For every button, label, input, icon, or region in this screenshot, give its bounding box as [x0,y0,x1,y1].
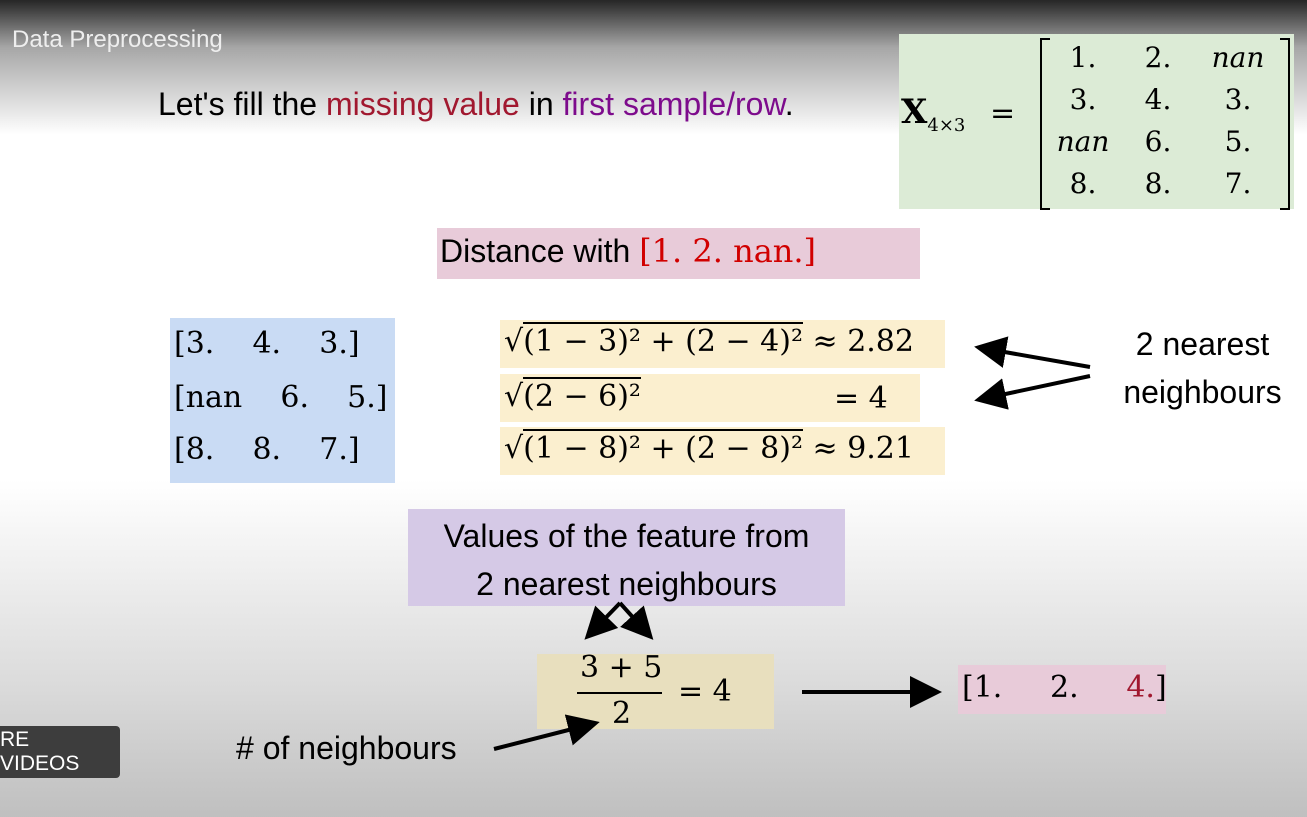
result-suffix: ] [1154,670,1167,705]
matrix-left-bracket [1040,38,1050,210]
matrix-cell: 3. [1224,82,1252,116]
matrix-cell: 4. [1144,82,1172,116]
matrix-cell: 6. [1144,124,1172,158]
arrow-icon [974,336,1091,369]
nearest-label-line: 2 nearest [1135,326,1270,362]
matrix-cell: 2. [1144,40,1172,74]
intro-middle: in [519,86,563,122]
row-vector: [nan 6. 5.] [174,380,388,415]
nearest-neighbours-label: 2 nearest neighbours [1105,320,1300,416]
video-title[interactable]: Data Preprocessing [12,26,223,53]
intro-highlight-first-row: first sample/row [562,86,785,122]
formula-radicand: (1 − 3)² + (2 − 4)² [523,322,803,359]
intro-suffix: . [784,86,794,122]
formula-panel [500,320,945,368]
matrix-grid: 1. 2. nan 3. 4. 3. nan 6. 5. 8. 8. 7. [1048,36,1278,206]
matrix-cell: 7. [1224,166,1252,200]
matrix-cell: 1. [1069,40,1097,74]
distance-label: Distance with [1. 2. nan.] [440,232,816,270]
distance-label-text: Distance with [440,233,640,269]
result-filled-value: 4. [1126,670,1155,705]
result-panel [958,665,1166,714]
fraction-bar [577,692,662,694]
result-vector: [1. 2. 4.] [962,670,1167,705]
distance-formula: √(2 − 6)² [504,377,641,414]
matrix-cell: nan [1056,124,1110,158]
matrix-label: X4×3 [901,92,965,136]
distance-formula: √(1 − 8)² + (2 − 8)² ≈ 9.21 [504,429,914,466]
matrix-label-subscript: 4×3 [927,114,966,136]
result-prefix: [1. 2. [962,670,1127,705]
formula-radicand: (1 − 8)² + (2 − 8)² [523,429,803,466]
formula-result: ≈ 9.21 [812,431,914,466]
values-panel [408,509,845,606]
matrix-cell: 5. [1224,124,1252,158]
row-vector: [8. 8. 7.] [174,432,360,467]
fraction-numerator: 3 + 5 [580,650,663,685]
nearest-label-line: neighbours [1123,374,1282,410]
values-label: Values of the feature from 2 nearest neig… [408,512,845,608]
formula-panel [500,374,920,422]
matrix-right-bracket [1280,38,1290,210]
arrow-icon [974,374,1091,410]
more-videos-button[interactable]: RE VIDEOS [0,726,120,778]
intro-prefix: Let's fill the [158,86,326,122]
distance-vector: [1. 2. nan.] [639,232,817,270]
intro-highlight-missing-value: missing value [325,86,520,122]
matrix-cell: 8. [1144,166,1172,200]
distance-formula: √(1 − 3)² + (2 − 4)² ≈ 2.82 [504,322,914,359]
formula-panel [500,427,945,475]
formula-result: ≈ 2.82 [812,324,914,359]
rows-panel [170,318,395,483]
neighbours-count-label: # of neighbours [236,730,457,766]
matrix-cell: 3. [1069,82,1097,116]
average-result: = 4 [678,674,732,709]
values-label-line: 2 nearest neighbours [476,566,777,602]
row-vector: [3. 4. 3.] [174,326,360,361]
values-label-line: Values of the feature from [443,518,810,554]
matrix-label-letter: X [901,92,928,132]
matrix-panel [899,34,1294,209]
intro-sentence: Let's fill the missing value in first sa… [158,86,794,123]
matrix-cell: 8. [1069,166,1097,200]
matrix-equals: = [990,96,1016,131]
formula-result: = 4 [834,381,888,416]
fraction-denominator: 2 [612,696,632,731]
formula-radicand: (2 − 6)² [523,377,641,414]
distance-panel [437,228,920,279]
matrix-cell: nan [1211,40,1265,74]
